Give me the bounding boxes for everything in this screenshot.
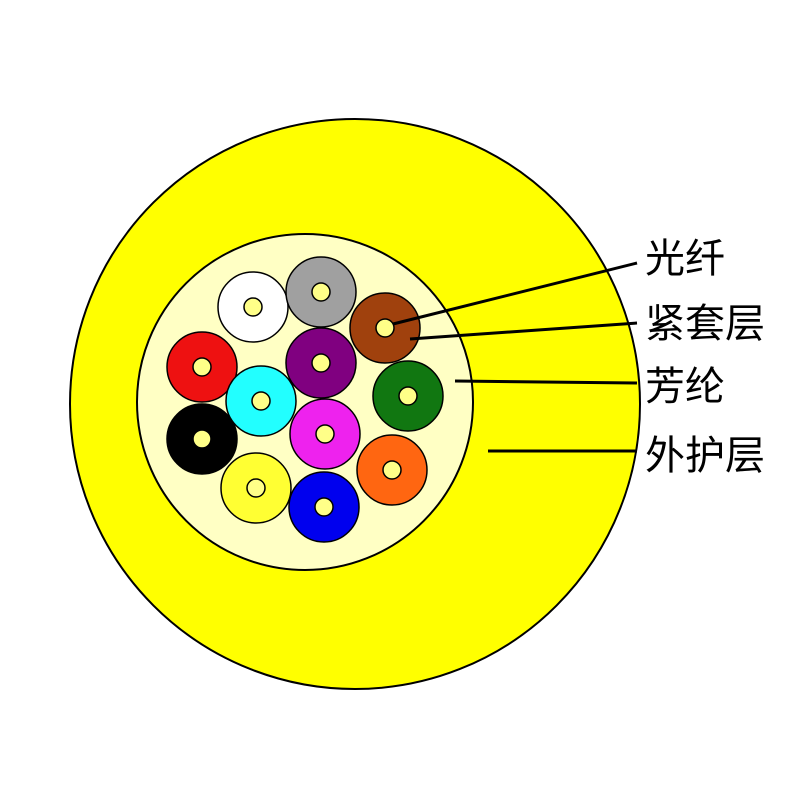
fiber-core	[243, 297, 263, 317]
label-jacket: 外护层	[645, 433, 765, 479]
fiber-blue	[288, 471, 360, 543]
leader-line-aramid	[454, 379, 638, 385]
leader-line-fiber	[392, 261, 638, 326]
fiber-core	[382, 460, 402, 480]
fiber-cyan	[225, 365, 297, 437]
fiber-white	[217, 271, 289, 343]
fiber-gray	[285, 256, 357, 328]
fiber-orange	[356, 434, 428, 506]
label-aramid: 芳纶	[645, 364, 725, 410]
fiber-black	[166, 403, 238, 475]
fiber-core	[398, 386, 418, 406]
fiber-core	[311, 353, 331, 373]
fiber-core	[192, 357, 212, 377]
fiber-core	[314, 497, 334, 517]
fiber-yellow	[220, 452, 292, 524]
leader-line-buffer	[409, 321, 638, 341]
fiber-green	[372, 360, 444, 432]
fiber-core	[311, 282, 331, 302]
label-buffer: 紧套层	[645, 301, 765, 347]
fiber-core	[246, 478, 266, 498]
fiber-purple	[285, 327, 357, 399]
fiber-core	[192, 429, 212, 449]
fiber-core	[251, 391, 271, 411]
fiber-magenta	[289, 398, 361, 470]
fiber-bundle	[166, 256, 444, 543]
fiber-red	[166, 331, 238, 403]
fiber-brown	[349, 292, 421, 364]
fiber-core	[315, 424, 335, 444]
label-fiber: 光纤	[645, 236, 725, 282]
fiber-core	[375, 318, 395, 338]
